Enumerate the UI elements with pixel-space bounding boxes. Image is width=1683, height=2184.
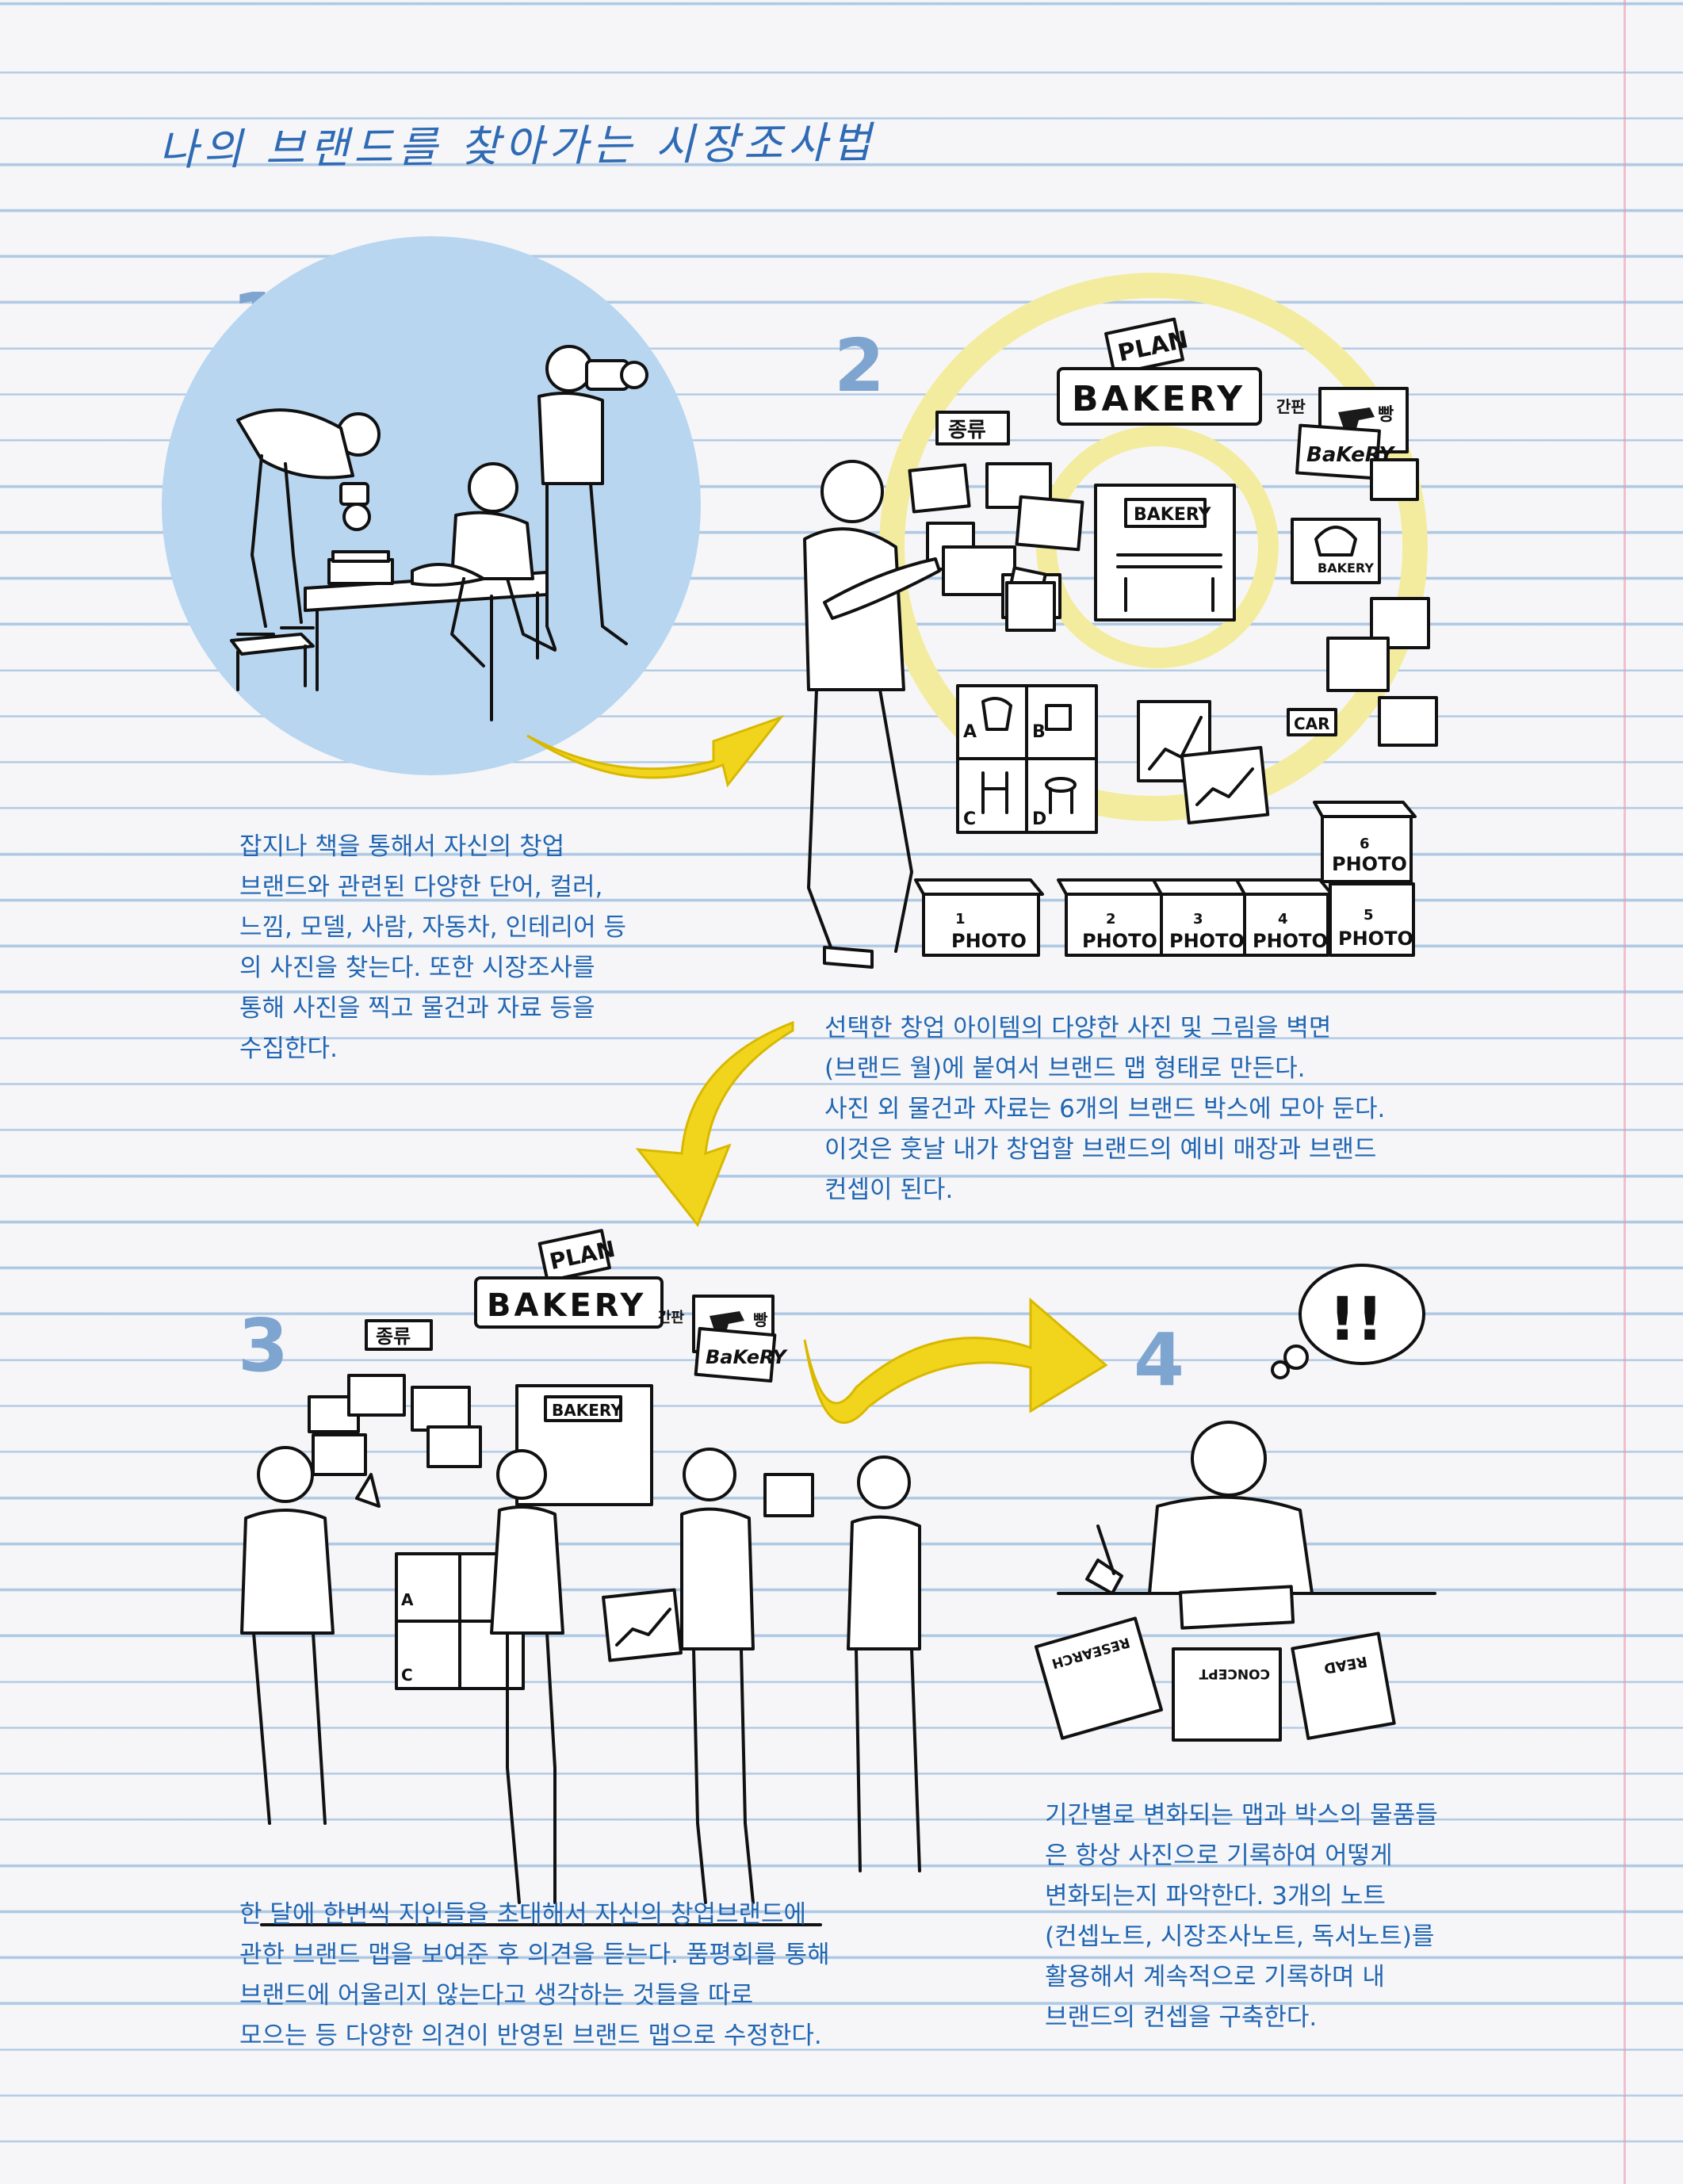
standing-photographer	[537, 345, 648, 650]
plan-sign: PLAN	[1104, 317, 1191, 376]
svg-text:간판: 간판	[1276, 397, 1306, 416]
chair-grid: A B C D	[956, 684, 1098, 834]
visitor-woman-1	[490, 1449, 564, 1904]
svg-text:C: C	[963, 809, 976, 829]
wall-charts	[1137, 700, 1270, 824]
svg-text:BAKERY: BAKERY	[1134, 505, 1212, 525]
svg-text:PHOTO: PHOTO	[1338, 928, 1413, 950]
svg-text:PHOTO: PHOTO	[1082, 930, 1157, 952]
svg-text:BaKeRY: BaKeRY	[706, 1346, 788, 1368]
visitor-woman-2	[680, 1448, 755, 1904]
svg-text:3: 3	[1193, 911, 1203, 928]
bakery-banner-3: BAKERY	[474, 1276, 664, 1329]
photo-boxes: 1 PHOTO 2 PHOTO 3 PHOTO 4 PHOTO 5 PHOTO …	[914, 801, 1417, 957]
svg-text:종류: 종류	[376, 1325, 411, 1348]
svg-text:PHOTO: PHOTO	[1169, 930, 1245, 952]
svg-text:빵: 빵	[753, 1310, 768, 1329]
man-at-brand-wall	[803, 460, 941, 969]
visitor-man-right	[847, 1455, 921, 1872]
svg-text:!!: !!	[1329, 1283, 1383, 1354]
step-3-illustration: PLAN BAKERY 종류 빵 간판 BaKeRY BAKERY A C	[240, 1229, 921, 1926]
svg-text:CONCEPT: CONCEPT	[1199, 1666, 1270, 1681]
svg-text:BAKERY: BAKERY	[1072, 379, 1245, 419]
svg-text:A: A	[401, 1590, 414, 1609]
svg-text:PHOTO: PHOTO	[951, 930, 1027, 952]
svg-text:1: 1	[955, 911, 966, 928]
svg-text:CAR: CAR	[1294, 714, 1330, 733]
svg-text:BAKERY: BAKERY	[487, 1287, 646, 1324]
plan-sign-3: PLAN	[537, 1229, 618, 1283]
svg-text:BAKERY: BAKERY	[552, 1401, 622, 1420]
notebooks: RESEARCH CONCEPT READ	[1034, 1585, 1396, 1742]
step-3-description: 한 달에 한번씩 지인들을 초대해서 자신의 창업브랜드에 관한 브랜드 맵을 …	[239, 1900, 830, 2050]
svg-text:BAKERY: BAKERY	[1318, 560, 1374, 576]
arrow-step3-to-step4	[803, 1297, 1108, 1424]
arrow-step1-to-step2	[526, 714, 785, 788]
step-2-illustration: PLAN BAKERY 종류 BAKERY 간판 빵 BaKeRY BAKERY	[803, 273, 1438, 969]
seated-reader	[411, 462, 557, 667]
kind-tag-3: 종류	[365, 1319, 433, 1351]
svg-text:종류: 종류	[948, 419, 986, 442]
svg-text:빵: 빵	[1378, 405, 1394, 425]
step-4-number: 4	[1134, 1318, 1185, 1402]
bakery-banner: BAKERY	[1057, 367, 1262, 426]
step-2-description: 선택한 창업 아이템의 다양한 사진 및 그림을 벽면 (브랜드 월)에 붙여서…	[824, 1014, 1386, 1204]
svg-text:5: 5	[1364, 907, 1374, 924]
step-1-illustration	[162, 236, 701, 775]
svg-text:6: 6	[1360, 836, 1370, 852]
step-2-number: 2	[834, 323, 885, 408]
thought-bubble: !!	[1271, 1264, 1425, 1379]
arrow-step2-to-step3	[635, 1020, 794, 1227]
step-3-number: 3	[238, 1303, 289, 1388]
step-4-description: 기간별로 변화되는 맵과 박스의 물품들 은 항상 사진으로 기록하여 어떻게 …	[1045, 1801, 1438, 2032]
visitor-man-left	[240, 1446, 381, 1825]
svg-text:2: 2	[1106, 911, 1116, 928]
svg-text:C: C	[401, 1666, 413, 1685]
bending-photographer	[236, 408, 381, 636]
step-4-illustration: !! RESEARCH CONCEPT READ	[1034, 1264, 1436, 1742]
wall-photos: 간판 빵 BaKeRY BAKERY CAR	[908, 387, 1438, 747]
step-1-description: 잡지나 책을 통해서 자신의 창업 브랜드와 관련된 다양한 단어, 컬러, 느…	[239, 832, 626, 1063]
svg-text:A: A	[963, 722, 977, 742]
svg-text:PHOTO: PHOTO	[1332, 853, 1407, 875]
svg-text:D: D	[1032, 809, 1046, 829]
stool	[230, 633, 315, 691]
svg-text:4: 4	[1278, 911, 1288, 928]
thinking-man	[1085, 1421, 1314, 1595]
shop-photo: BAKERY	[1094, 484, 1236, 622]
kind-tag: 종류	[935, 411, 1010, 446]
svg-text:간판: 간판	[658, 1310, 685, 1326]
svg-text:PHOTO: PHOTO	[1253, 930, 1328, 952]
svg-text:B: B	[1032, 722, 1046, 742]
